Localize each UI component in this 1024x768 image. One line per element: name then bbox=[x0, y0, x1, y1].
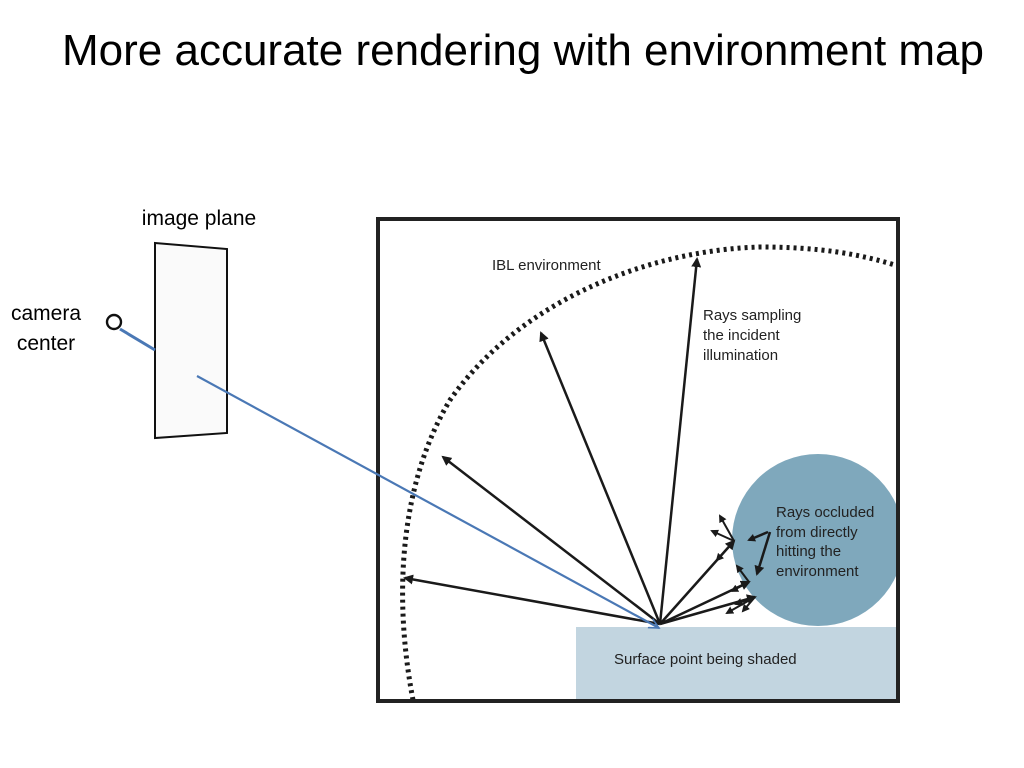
surface-label: Surface point being shaded bbox=[614, 651, 797, 668]
occluder-sphere bbox=[732, 454, 898, 626]
image-plane-label: image plane bbox=[142, 207, 256, 230]
image-plane bbox=[154, 241, 228, 440]
rays-sampling-label-line2: the incident bbox=[703, 327, 781, 344]
sampling-ray-upper-left bbox=[539, 331, 662, 625]
occluder-bent-arrow-head bbox=[747, 530, 769, 542]
sampling-ray-up bbox=[658, 257, 702, 625]
camera-center-marker bbox=[105, 313, 123, 331]
occluded-label-line2: from directly bbox=[776, 524, 858, 541]
ibl-environment-arc bbox=[400, 244, 898, 701]
occluder-bent-arrow bbox=[754, 531, 772, 576]
occluded-label-line3: hitting the bbox=[776, 543, 841, 560]
sampling-ray-left bbox=[441, 455, 661, 625]
sampling-ray-far-left bbox=[403, 574, 661, 626]
camera-center-label-line1: camera bbox=[11, 302, 81, 325]
camera-ray-to-surface bbox=[196, 375, 659, 629]
camera-ray-segment bbox=[119, 327, 156, 352]
occluded-label-line1: Rays occluded bbox=[776, 504, 874, 521]
slide-title: More accurate rendering with environment… bbox=[62, 26, 985, 75]
shaded-surface bbox=[576, 627, 898, 701]
rays-sampling-label-line1: Rays sampling bbox=[703, 307, 801, 324]
ibl-environment-label: IBL environment bbox=[492, 257, 602, 274]
diagram-frame bbox=[376, 217, 900, 703]
bounce-arrows bbox=[710, 514, 756, 614]
rays-sampling-label-line3: illumination bbox=[703, 347, 778, 364]
occluded-label-line4: environment bbox=[776, 563, 859, 580]
camera-center-label-line2: center bbox=[17, 332, 75, 355]
